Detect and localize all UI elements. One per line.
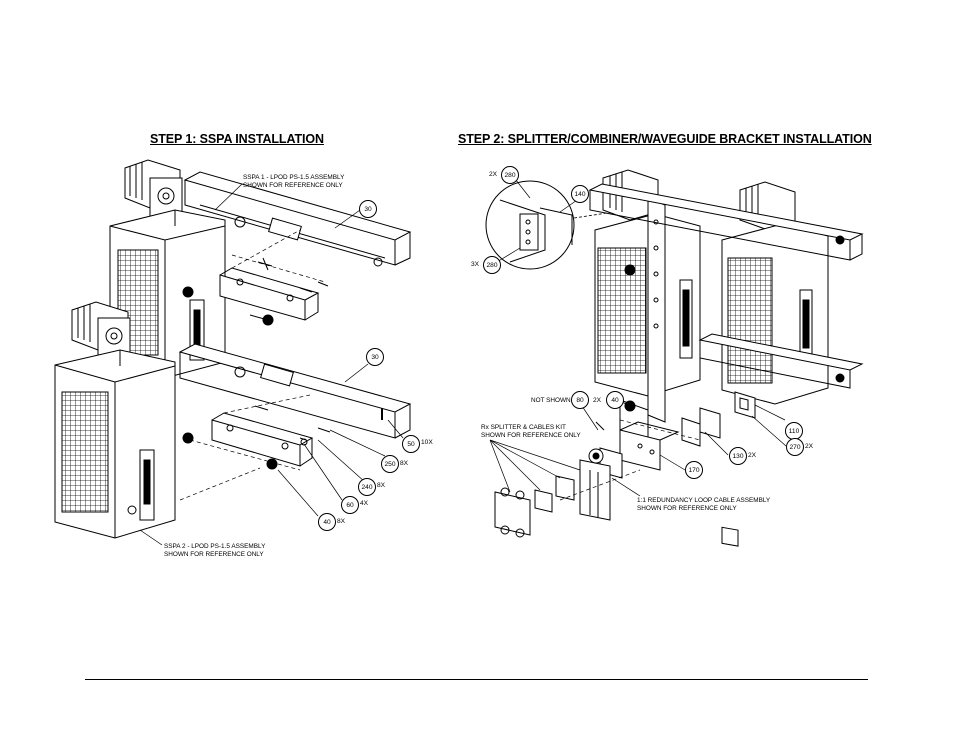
- sspa1-body: [109, 209, 226, 379]
- rx-splitter: [494, 475, 575, 538]
- callout-qty: 2X: [489, 171, 498, 178]
- callout-balloon: 80: [571, 391, 589, 409]
- callout-qty: 2X: [805, 443, 814, 450]
- callout-balloon: 130: [729, 447, 747, 465]
- sspa2-body: [54, 349, 176, 539]
- bracket-upper: [219, 267, 320, 321]
- callout-qty: 3X: [471, 261, 480, 268]
- callout-balloon: 270: [786, 438, 804, 456]
- callout-balloon: 30: [366, 348, 384, 366]
- callout-qty: 2X: [593, 397, 602, 404]
- rail-upper: [183, 171, 412, 267]
- step2-loop-cable-note: 1:1 REDUNDANCY LOOP CABLE ASSEMBLY SHOWN…: [637, 497, 771, 512]
- bracket-lower: [211, 412, 314, 467]
- step2-rx-splitter-note: Rx SPLITTER & CABLES KIT SHOWN FOR REFER…: [481, 424, 581, 439]
- step1-note-sspa1: SSPA 1 - LPOD PS-1.5 ASSEMBLY SHOWN FOR …: [243, 174, 345, 189]
- callout-qty: 4X: [360, 500, 369, 507]
- callout-qty: 8X: [400, 460, 409, 467]
- callout-balloon: 280: [501, 166, 519, 184]
- detail-view-circle: [485, 180, 575, 270]
- step1-title: STEP 1: SSPA INSTALLATION: [150, 132, 324, 146]
- callout-balloon: 50: [402, 435, 420, 453]
- page-footer-rule: [85, 679, 868, 680]
- callout-balloon: 30: [359, 200, 377, 218]
- step1-note-sspa2: SSPA 2 - LPOD PS-1.5 ASSEMBLY SHOWN FOR …: [164, 543, 266, 558]
- waveguide-bracket: [619, 197, 666, 441]
- callout-qty: 2X: [748, 452, 757, 459]
- callout-balloon: 240: [358, 478, 376, 496]
- callout-balloon: 40: [318, 513, 336, 531]
- hardware-lower: [182, 405, 331, 470]
- callout-balloon: 60: [341, 496, 359, 514]
- callout-balloon: 140: [571, 185, 589, 203]
- callout-qty: 10X: [421, 439, 433, 446]
- callout-balloon: 250: [381, 455, 399, 473]
- loop-cable-assembly: [579, 448, 611, 521]
- callout-balloon: 40: [606, 391, 624, 409]
- callout-balloon: 280: [483, 256, 501, 274]
- step2-title: STEP 2: SPLITTER/COMBINER/WAVEGUIDE BRAC…: [458, 132, 872, 146]
- step2-not-shown: NOT SHOWN: [531, 397, 571, 404]
- combiner-plates: [681, 391, 756, 547]
- hardware-upper: [249, 257, 329, 326]
- callout-qty: 8X: [377, 482, 386, 489]
- rail-lower: [178, 343, 412, 439]
- callout-balloon: 170: [685, 461, 703, 479]
- callout-qty: 8X: [337, 518, 346, 525]
- rails: [588, 183, 864, 389]
